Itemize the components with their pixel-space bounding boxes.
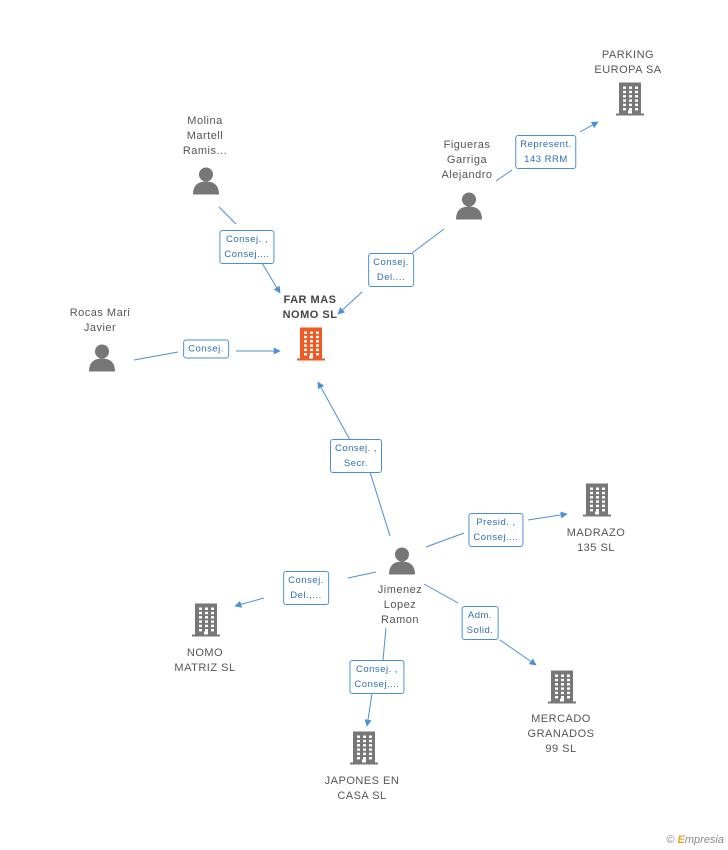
edge-line-figueras-main bbox=[411, 228, 445, 254]
madrazo-label[interactable]: MADRAZO 135 SL bbox=[566, 527, 626, 554]
edge-arrow-jimenez-madrazo bbox=[527, 511, 568, 521]
japones-label[interactable]: JAPONES EN CASA SL bbox=[324, 775, 400, 802]
edge-arrow-jimenez-main bbox=[317, 381, 351, 441]
edge-label-jimenez-main[interactable]: Consej. , Secr. bbox=[330, 439, 382, 473]
edge-line-jimenez-main bbox=[369, 471, 391, 537]
japones-building-icon[interactable] bbox=[348, 730, 380, 771]
edge-arrow-figueras-main bbox=[337, 291, 363, 315]
edge-label-figueras-main[interactable]: Consej. Del.... bbox=[368, 253, 414, 287]
jimenez-person-icon[interactable] bbox=[387, 546, 417, 581]
edge-arrow-jimenez-mercado bbox=[499, 639, 537, 666]
edge-line-jimenez-mercado bbox=[423, 583, 459, 604]
edge-line-molina-main bbox=[218, 206, 237, 225]
edge-line-jimenez-japones bbox=[382, 627, 387, 661]
parking-europa-building-icon[interactable] bbox=[614, 81, 646, 122]
figueras-label[interactable]: Figueras Garriga Alejandro bbox=[441, 139, 493, 181]
edge-line-jimenez-nomo bbox=[347, 571, 377, 579]
edge-arrow-molina-main bbox=[261, 262, 281, 294]
rocas-person-icon[interactable] bbox=[87, 343, 117, 378]
copyright-symbol: © bbox=[666, 834, 675, 846]
mercado-granados-label[interactable]: MERCADO GRANADOS 99 SL bbox=[527, 713, 595, 755]
edge-arrow-jimenez-nomo bbox=[234, 597, 265, 608]
edge-arrow-figueras-parking bbox=[579, 121, 599, 133]
edge-label-jimenez-nomo[interactable]: Consej. Del.,... bbox=[283, 571, 329, 605]
edge-arrow-jimenez-japones bbox=[364, 693, 373, 727]
edge-line-jimenez-madrazo bbox=[425, 532, 465, 548]
empresia-logo: © Empresia bbox=[666, 834, 724, 846]
parking-europa-label[interactable]: PARKING EUROPA SA bbox=[594, 49, 662, 76]
nomo-matriz-building-icon[interactable] bbox=[190, 602, 222, 643]
main-company-building-icon[interactable] bbox=[295, 326, 327, 367]
molina-label[interactable]: Molina Martell Ramis... bbox=[182, 115, 228, 157]
brand-name: mpresia bbox=[684, 834, 724, 846]
edge-line-rocas-main bbox=[133, 351, 179, 361]
edge-label-jimenez-japones[interactable]: Consej. , Consej.... bbox=[349, 660, 405, 694]
molina-person-icon[interactable] bbox=[191, 166, 221, 201]
nomo-matriz-label[interactable]: NOMO MATRIZ SL bbox=[174, 647, 236, 674]
edge-label-jimenez-madrazo[interactable]: Presid. , Consej.... bbox=[468, 513, 524, 547]
edge-label-molina-main[interactable]: Consej. , Consej.... bbox=[219, 230, 275, 264]
brand-initial: E bbox=[677, 834, 685, 846]
edge-label-jimenez-mercado[interactable]: Adm. Solid. bbox=[461, 606, 499, 640]
mercado-granados-building-icon[interactable] bbox=[546, 669, 578, 710]
jimenez-label[interactable]: Jimenez Lopez Ramon bbox=[377, 584, 423, 626]
rocas-label[interactable]: Rocas Mari Javier bbox=[69, 307, 131, 334]
edge-label-figueras-parking[interactable]: Represent. 143 RRM bbox=[515, 135, 577, 169]
madrazo-building-icon[interactable] bbox=[581, 482, 613, 523]
main-company-label[interactable]: FAR MAS NOMO SL bbox=[282, 294, 338, 321]
edge-label-rocas-main[interactable]: Consej. bbox=[183, 339, 229, 359]
edge-line-figueras-parking bbox=[495, 169, 513, 182]
figueras-person-icon[interactable] bbox=[454, 191, 484, 226]
